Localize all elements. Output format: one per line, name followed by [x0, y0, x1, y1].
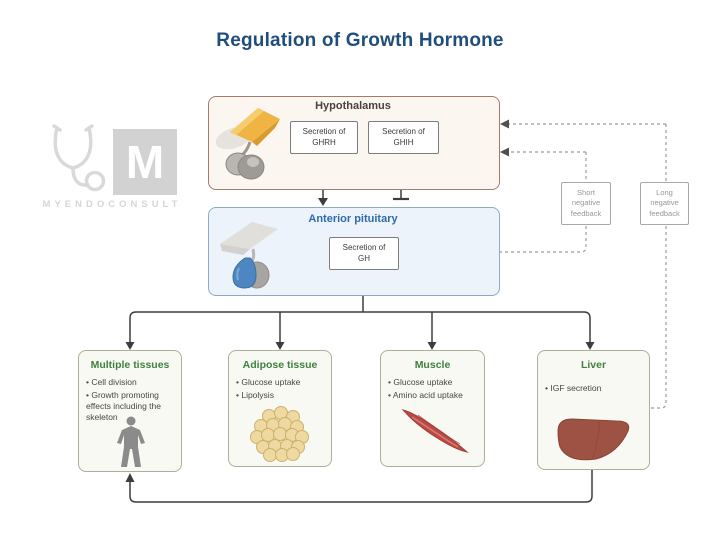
adipose-cells-icon [250, 406, 309, 462]
igf-feedback-line [129, 470, 593, 503]
long-negative-feedback-text: Long negative feedback [649, 188, 680, 218]
brand-logo-letter: M [125, 136, 165, 188]
brain-hypothalamus-icon [215, 108, 280, 180]
target-multiple-tissues-box: Multiple tissues Cell division Growth pr… [78, 350, 182, 472]
target-liver-list: IGF secretion [545, 383, 642, 394]
target-multiple-tissues-list: Cell division Growth promoting effects i… [86, 377, 174, 423]
long-feedback-to-liver [649, 226, 667, 409]
target-liver-title: Liver [580, 359, 607, 371]
secretion-ghih-box: Secretion of GHIH [368, 121, 439, 154]
target-multiple-tissues-title: Multiple tissues [90, 359, 170, 371]
secretion-gh-line1: Secretion of [342, 243, 386, 253]
target-muscle-list: Glucose uptake Amino acid uptake [388, 377, 477, 401]
secretion-ghih-line2: GHIH [393, 137, 414, 147]
page-title: Regulation of Growth Hormone [216, 30, 504, 51]
secretion-ghrh-line1: Secretion of [302, 127, 346, 137]
short-negative-feedback-text: Short negative feedback [570, 188, 602, 218]
list-item: Glucose uptake [388, 377, 477, 388]
target-adipose-tissue-box: Adipose tissue Glucose uptake Lipolysis [228, 350, 332, 467]
secretion-ghrh-line2: GHRH [312, 137, 336, 147]
branch-line [129, 311, 591, 347]
human-body-icon [117, 416, 145, 467]
list-item: Glucose uptake [236, 377, 324, 388]
secretion-gh-line2: GH [358, 253, 370, 263]
liver-icon [557, 418, 630, 461]
secretion-ghih-line1: Secretion of [382, 127, 425, 137]
list-item: IGF secretion [545, 383, 642, 394]
list-item: Growth promoting effects including the s… [86, 390, 174, 423]
target-adipose-tissue-list: Glucose uptake Lipolysis [236, 377, 324, 401]
stethoscope-icon [52, 124, 106, 192]
brand-name: MYENDOCONSULT [42, 199, 182, 210]
list-item: Amino acid uptake [388, 390, 477, 401]
target-muscle-title: Muscle [414, 359, 451, 371]
short-feedback-to-pituitary [498, 226, 587, 253]
secretion-ghrh-box: Secretion of GHRH [290, 121, 358, 154]
short-negative-feedback-label: Short negative feedback [561, 182, 611, 225]
target-muscle-box: Muscle Glucose uptake Amino acid uptake [380, 350, 485, 467]
brand-logo: M [113, 129, 177, 195]
muscle-icon [401, 409, 469, 453]
ghrh-arrowhead [318, 198, 328, 206]
secretion-gh-box: Secretion of GH [329, 237, 399, 270]
anterior-pituitary-label: Anterior pituitary [308, 213, 398, 225]
target-adipose-tissue-title: Adipose tissue [242, 359, 318, 371]
list-item: Lipolysis [236, 390, 324, 401]
long-negative-feedback-label: Long negative feedback [640, 182, 689, 225]
brain-pituitary-icon [220, 222, 278, 289]
hypothalamus-label: Hypothalamus [315, 100, 391, 112]
list-item: Cell division [86, 377, 174, 388]
